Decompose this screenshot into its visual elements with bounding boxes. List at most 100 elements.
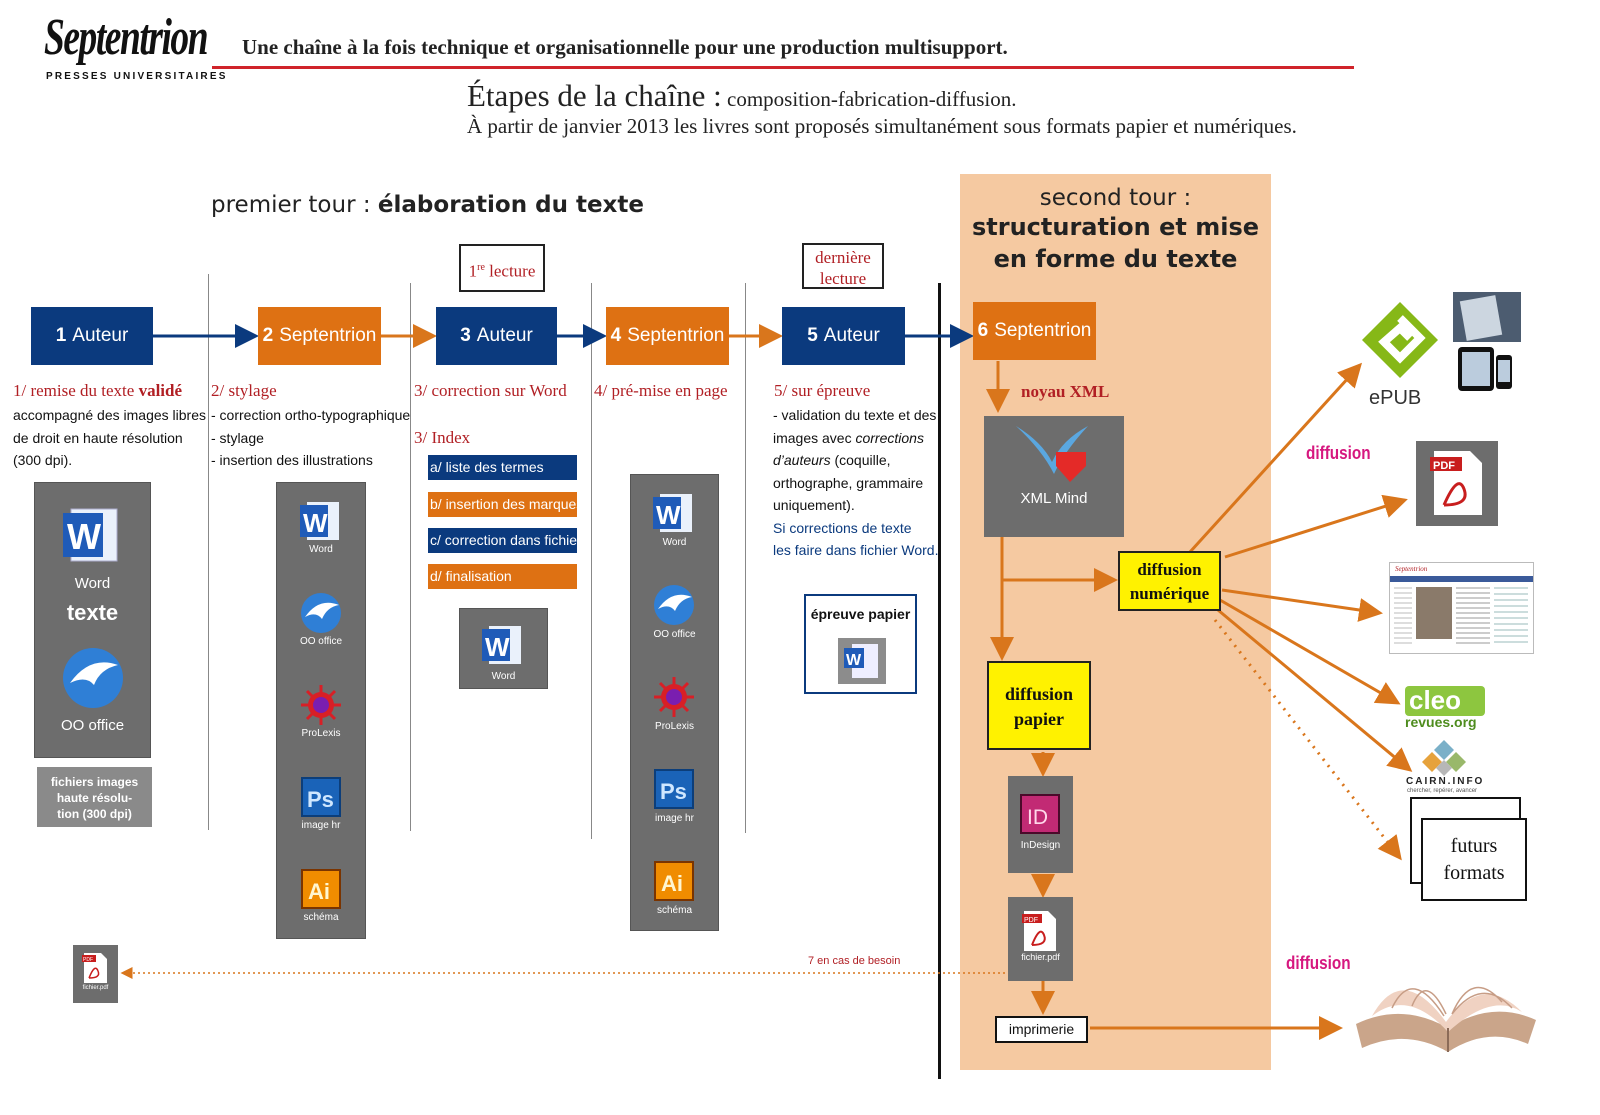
logo-subtitle: PRESSES UNIVERSITAIRES [46, 71, 228, 82]
index-item-b: b/ insertion des marques [428, 492, 583, 517]
xml-flow-arrows [986, 361, 1413, 1040]
diffusion-label-print: diffusion [1286, 953, 1351, 973]
word-document-icon: W [838, 638, 886, 684]
svg-text:PDF: PDF [1024, 917, 1038, 924]
index-item-d: d/ finalisation [428, 564, 577, 589]
indesign-caption: InDesign [1020, 840, 1061, 851]
epub-label: ePUB [1369, 387, 1422, 409]
epreuve-label: épreuve papier [810, 606, 911, 622]
premier-tour-title: premier tour : élaboration du texte [211, 192, 644, 218]
word-icon: W [300, 502, 339, 540]
illustrator-caption: schéma [656, 905, 692, 916]
step-4-tools-panel: W Word OO office ProLexis Ps image hr Ai… [630, 474, 719, 931]
illustrator-caption: schéma [303, 912, 339, 923]
word-caption: Word [662, 537, 687, 548]
besoin-label: 7 en cas de besoin [808, 955, 901, 967]
column-divider [410, 283, 411, 831]
cleo-logo: cleo [1405, 686, 1485, 716]
svg-text:W: W [485, 632, 510, 662]
illustrator-icon: Ai [301, 869, 341, 909]
pdf-output-panel: PDF [1416, 441, 1498, 526]
word-icon: W [653, 494, 692, 532]
site-logo: Septentrion [1395, 565, 1428, 573]
svg-text:ID: ID [1027, 806, 1048, 829]
column-divider [745, 283, 746, 833]
svg-text:W: W [303, 508, 328, 538]
svg-text:Ai: Ai [661, 871, 683, 896]
step-2-tools-panel: W Word OO office ProLexis Ps image hr Ai… [276, 482, 366, 939]
step-2-title: 2/ stylage [211, 381, 277, 400]
oo-office-icon [654, 585, 694, 625]
small-pdf-panel: PDF fichier.pdf [73, 945, 118, 1003]
svg-text:W: W [67, 516, 101, 557]
photoshop-caption: image hr [655, 813, 694, 824]
xml-mind-icon [1016, 426, 1088, 482]
page-subtitle: À partir de janvier 2013 les livres sont… [467, 114, 1297, 138]
ipad-iphone-icon [1458, 347, 1512, 391]
epreuve-papier-box: épreuve papier W [804, 594, 917, 694]
prolexis-icon [654, 677, 694, 717]
step-4-title: 4/ pré-mise en page [594, 381, 728, 400]
second-tour-title: second tour : structuration et mise en f… [971, 185, 1260, 273]
photoshop-icon: Ps [301, 777, 341, 817]
noyau-xml-label: noyau XML [1021, 382, 1110, 401]
pdf-file-caption: fichier.pdf [1021, 952, 1060, 962]
step-2-description: - correction ortho-typographique- stylag… [211, 407, 411, 468]
prolexis-icon [301, 685, 341, 725]
prolexis-caption: ProLexis [301, 728, 341, 739]
svg-text:W: W [846, 652, 862, 669]
header-rule [212, 66, 1354, 69]
svg-text:Ai: Ai [308, 879, 330, 904]
tablet-photo-icon [1453, 292, 1521, 342]
logo: Septentrion [44, 9, 209, 66]
svg-text:PDF: PDF [83, 957, 93, 963]
step-5-description: - validation du texte et des images avec… [773, 407, 939, 558]
cairn-sub: chercher, repérer, avancer [1407, 788, 1478, 794]
website-screenshot: Septentrion [1389, 562, 1534, 654]
xml-mind-panel: XML Mind [984, 416, 1124, 537]
first-lecture-box: 1re lecture [459, 244, 545, 292]
small-pdf-caption: fichier.pdf [82, 985, 109, 991]
column-divider [591, 283, 592, 839]
photoshop-icon: Ps [654, 769, 694, 809]
prolexis-caption: ProLexis [655, 721, 694, 732]
indesign-icon: ID [1020, 794, 1060, 834]
indesign-panel: ID InDesign [1008, 776, 1073, 873]
index-item-c: c/ correction dans fichier [428, 528, 582, 553]
page-title: Étapes de la chaîne : composition-fabric… [467, 78, 1017, 113]
epub-logo-icon [1362, 302, 1438, 378]
xml-mind-caption: XML Mind [1020, 490, 1088, 507]
oo-office-caption: OO office [60, 717, 125, 734]
svg-text:Ps: Ps [660, 779, 687, 804]
pdf-file-icon: PDF [1022, 911, 1056, 951]
open-book-icon [1356, 986, 1536, 1052]
texte-label: texte [66, 600, 119, 625]
word-caption: Word [309, 544, 333, 555]
word-caption: Word [491, 671, 516, 682]
svg-text:W: W [656, 500, 681, 530]
phase-divider [938, 283, 941, 1079]
svg-text:Ps: Ps [307, 787, 334, 812]
column-divider [208, 274, 209, 830]
oo-office-caption: OO office [299, 636, 343, 647]
oo-office-icon [63, 648, 123, 708]
diffusion-label: diffusion [1306, 443, 1371, 463]
cleo-sub: revues.org [1405, 714, 1477, 730]
step-5-title: 5/ sur épreuve [774, 381, 871, 400]
word-icon: W [482, 626, 521, 664]
imprimerie-box: imprimerie [995, 1016, 1088, 1043]
step-3-tools-panel: W Word [459, 608, 548, 689]
cairn-logo-icon [1422, 740, 1466, 776]
pdf-file-panel: PDF fichier.pdf [1008, 897, 1073, 981]
index-item-a: a/ liste des termes [428, 455, 577, 480]
photoshop-caption: image hr [301, 820, 341, 831]
